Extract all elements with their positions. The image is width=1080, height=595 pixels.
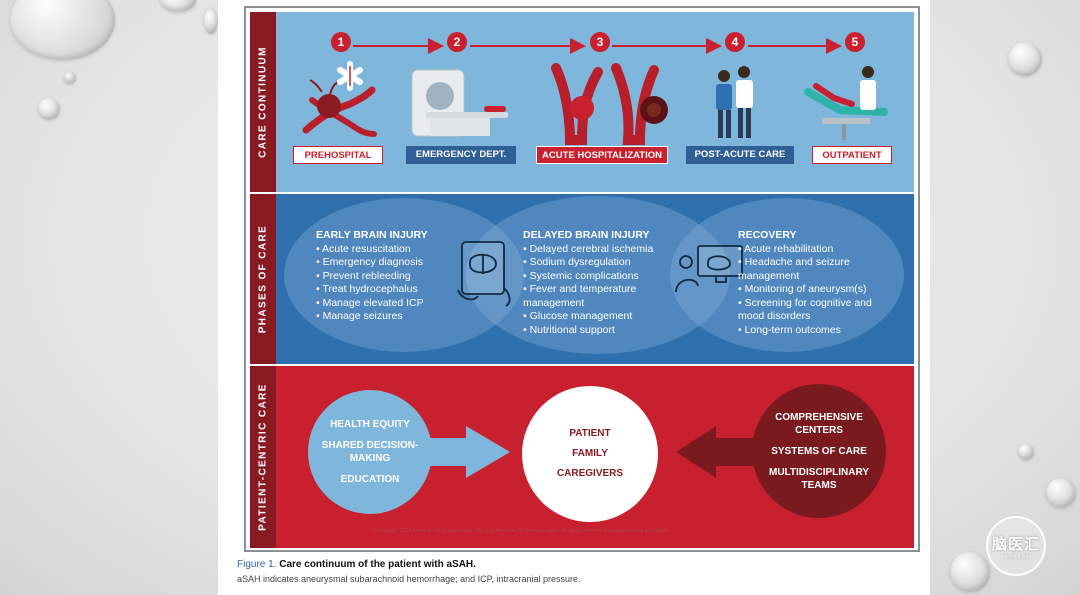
phase-delayed-item: Delayed cerebral ischemia xyxy=(523,243,673,257)
phase-recovery-item: Headache and seizure management xyxy=(738,256,898,283)
step-label-prehospital: PREHOSPITAL xyxy=(293,146,383,164)
phases-side: PHASES OF CARE xyxy=(250,194,276,364)
phase-recovery-item: Screening for cognitive and mood disorde… xyxy=(738,297,898,324)
phase-early-item: Manage elevated ICP xyxy=(316,297,466,311)
tablet-brain-icon xyxy=(457,241,511,307)
right-arrow-icon xyxy=(420,426,510,478)
systems-item: MULTIDISCIPLINARY TEAMS xyxy=(769,466,869,491)
step-label-outpatient: OUTPATIENT xyxy=(812,146,892,164)
patient-side: PATIENT-CENTRIC CARE xyxy=(250,366,276,548)
watermark-text: 脑医汇 xyxy=(991,535,1040,553)
phase-delayed-item: Systemic complications xyxy=(523,270,673,284)
watermark-url: Naoyihui.com xyxy=(1000,553,1032,560)
care-continuum-side: CARE CONTINUUM xyxy=(250,12,276,192)
phase-delayed-item: Glucose management xyxy=(523,310,673,324)
phase-recovery-item: Monitoring of aneurysm(s) xyxy=(738,283,898,297)
left-arrow-icon xyxy=(676,426,760,478)
step-label-acute: ACUTE HOSPITALIZATION xyxy=(536,146,668,164)
phase-delayed-item: Sodium dysregulation xyxy=(523,256,673,270)
phase-delayed-item: Fever and temperature management xyxy=(523,283,673,310)
step-number-4: 4 xyxy=(725,32,745,52)
water-drop xyxy=(204,8,218,34)
figure-label: Figure 1. xyxy=(237,559,277,570)
step-number-3: 3 xyxy=(590,32,610,52)
support-item: HEALTH EQUITY xyxy=(330,419,410,430)
figure-note: aSAH indicates aneurysmal subarachnoid h… xyxy=(237,574,581,584)
exam-chair-icon xyxy=(804,66,888,140)
water-drop xyxy=(1018,444,1034,460)
support-item: SHARED DECISION-MAKING xyxy=(321,440,419,464)
center-item: FAMILY xyxy=(572,448,608,459)
medical-star-icon xyxy=(337,61,363,91)
phase-early-item: Treat hydrocephalus xyxy=(316,283,466,297)
phase-early-item: Manage seizures xyxy=(316,310,466,324)
water-drop xyxy=(1008,42,1042,76)
phase-recovery-item: Long-term outcomes xyxy=(738,324,898,338)
copyright-note: © Copyright 2023 American Heart Associat… xyxy=(372,528,669,534)
phase-early-item: Acute resuscitation xyxy=(316,243,466,257)
water-drop xyxy=(950,552,990,592)
aneurysm-icon xyxy=(551,63,668,145)
phase-delayed-item: Nutritional support xyxy=(523,324,673,338)
patient-center-circle: PATIENT FAMILY CAREGIVERS xyxy=(522,386,658,522)
step-number-1: 1 xyxy=(331,32,351,52)
ct-scanner-icon xyxy=(411,69,508,137)
phase-recovery-item: Acute rehabilitation xyxy=(738,243,898,257)
center-item: PATIENT xyxy=(569,428,611,439)
phase-delayed: DELAYED BRAIN INJURY Delayed cerebral is… xyxy=(523,229,673,337)
phase-recovery-title: RECOVERY xyxy=(738,229,797,241)
support-item: EDUCATION xyxy=(340,474,400,485)
systems-item: SYSTEMS OF CARE xyxy=(771,445,867,457)
step-label-emergency: EMERGENCY DEPT. xyxy=(406,146,516,164)
center-item: CAREGIVERS xyxy=(556,468,624,479)
step-number-5: 5 xyxy=(845,32,865,52)
phase-early: EARLY BRAIN INJURY Acute resuscitation E… xyxy=(316,229,466,324)
step-number-2: 2 xyxy=(447,32,467,52)
phase-early-item: Emergency diagnosis xyxy=(316,256,466,270)
computer-brain-icon xyxy=(675,245,743,293)
step-label-post-acute: POST-ACUTE CARE xyxy=(686,146,794,164)
water-drop xyxy=(160,0,196,12)
phase-early-item: Prevent rebleeding xyxy=(316,270,466,284)
phase-recovery: RECOVERY Acute rehabilitation Headache a… xyxy=(738,229,898,337)
water-drop xyxy=(64,72,76,84)
systems-item: COMPREHENSIVE CENTERS xyxy=(775,411,863,436)
patient-support-circle: HEALTH EQUITY SHARED DECISION-MAKING EDU… xyxy=(308,390,432,514)
figure-caption: Figure 1. Care continuum of the patient … xyxy=(237,559,476,570)
rehab-figures-icon xyxy=(716,66,753,138)
figure-title: Care continuum of the patient with aSAH. xyxy=(279,559,476,570)
phase-early-title: EARLY BRAIN INJURY xyxy=(316,229,428,241)
water-drop xyxy=(1046,478,1076,508)
water-drop xyxy=(38,98,60,120)
watermark-logo: 脑医汇 Naoyihui.com xyxy=(986,516,1046,576)
blood-vessel-icon xyxy=(302,79,377,137)
phase-delayed-title: DELAYED BRAIN INJURY xyxy=(523,229,650,241)
care-systems-circle: COMPREHENSIVE CENTERS SYSTEMS OF CARE MU… xyxy=(752,384,886,518)
